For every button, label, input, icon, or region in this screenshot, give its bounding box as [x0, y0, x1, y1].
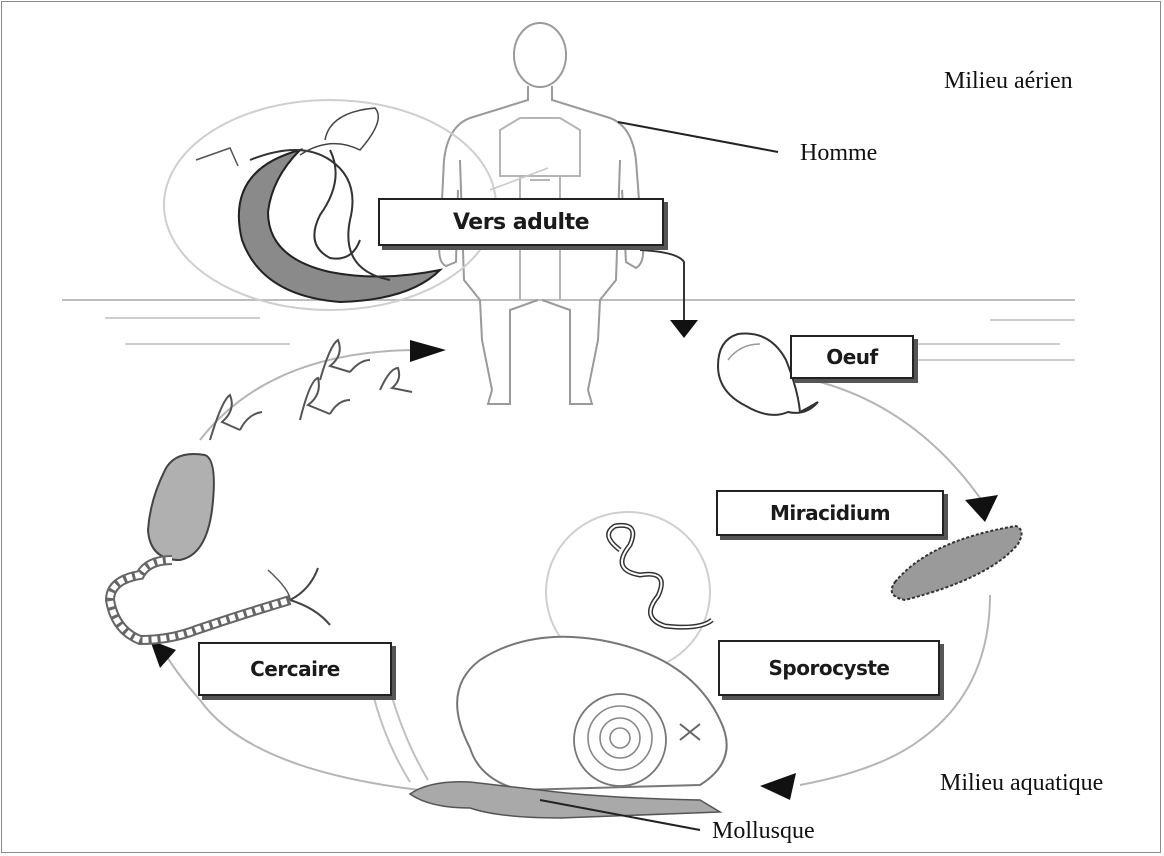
- snail-illustration: [410, 637, 727, 818]
- miracidium-illustration: [892, 526, 1022, 600]
- air-environment-label: Milieu aérien: [944, 68, 1073, 95]
- excretion-arrow: [640, 250, 698, 338]
- human-leader-line: [618, 122, 778, 152]
- sporocyst-stage-label: Sporocyste: [718, 640, 940, 696]
- swimming-cercariae: [210, 340, 412, 440]
- miracidium-stage-label: Miracidium: [716, 490, 944, 536]
- cercaria-illustration: [110, 454, 330, 640]
- water-environment-label: Milieu aquatique: [940, 770, 1103, 797]
- cercaria-stage-label: Cercaire: [198, 642, 392, 696]
- cercaria-release-tubes: [372, 690, 428, 782]
- adult-worm-stage-label: Vers adulte: [378, 198, 664, 246]
- snail-host-label: Mollusque: [712, 818, 815, 845]
- human-host-label: Homme: [800, 140, 877, 167]
- egg-stage-label: Oeuf: [790, 335, 914, 379]
